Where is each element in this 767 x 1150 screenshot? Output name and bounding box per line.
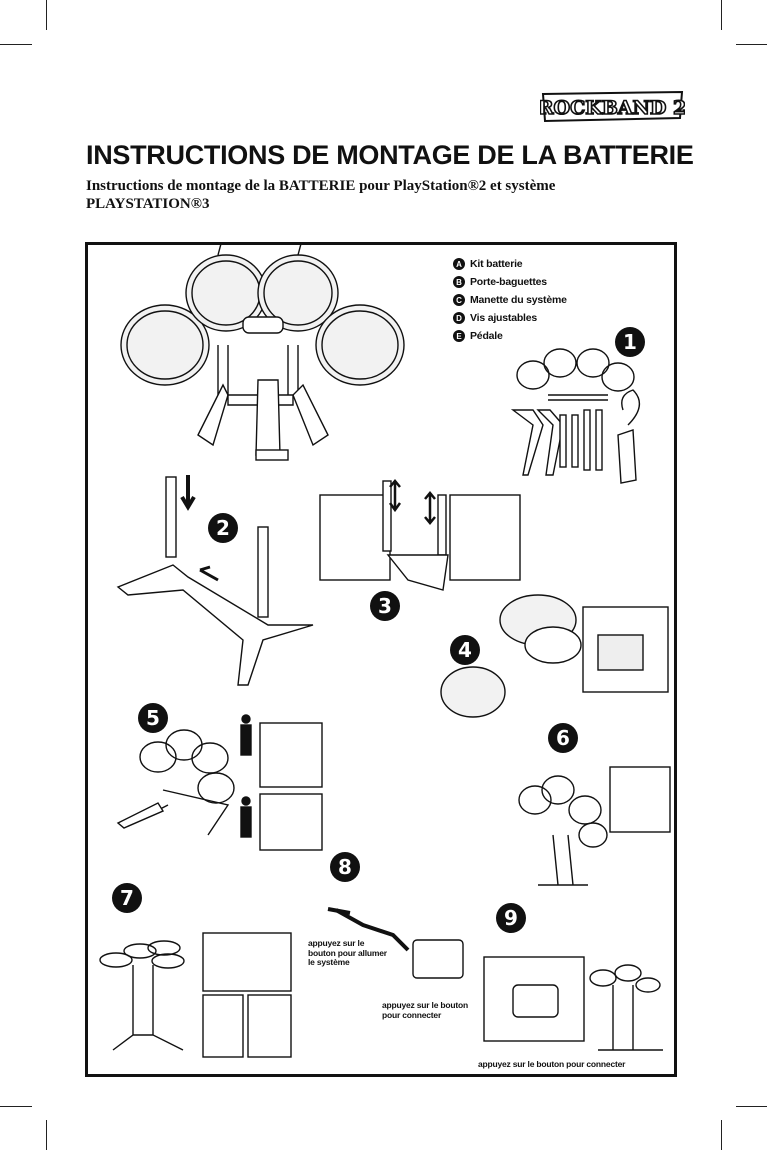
- step-number-4: 4: [450, 635, 480, 665]
- step-number-6: 6: [548, 723, 578, 753]
- legend-letter-badge: E: [453, 330, 465, 342]
- page-subtitle: Instructions de montage de la BATTERIE p…: [86, 178, 556, 212]
- assembly-diagram-frame: A Kit batterie B Porte-baguettes C Manette …: [85, 242, 677, 1077]
- step-number-3: 3: [370, 591, 400, 621]
- svg-text:ROCKBAND 2: ROCKBAND 2: [540, 97, 685, 119]
- crop-mark: [46, 1120, 47, 1150]
- console-connect-illustration: [483, 956, 663, 1051]
- step-number-1: 1: [615, 327, 645, 357]
- crop-mark: [0, 1106, 32, 1107]
- assembly-illustrations: [99, 245, 671, 1058]
- crop-mark: [736, 44, 767, 45]
- caption-press-connect: appuyez sur le bouton pour connecter: [382, 1000, 469, 1020]
- legend-letter-badge: D: [453, 312, 465, 324]
- step-number-7: 7: [112, 883, 142, 913]
- legend-item: D Vis ajustables: [453, 309, 567, 327]
- crop-mark: [721, 1120, 722, 1150]
- legend-item: A Kit batterie: [453, 255, 567, 273]
- legend-item: B Porte-baguettes: [453, 273, 567, 291]
- crop-mark: [721, 0, 722, 30]
- legend-label: Pédale: [470, 330, 503, 342]
- height-adjust-illustration: [319, 479, 521, 591]
- rockband-logo: ROCKBAND 2: [540, 90, 685, 123]
- parts-legend: A Kit batterie B Porte-baguettes C Manette …: [453, 255, 567, 345]
- parts-layout-illustration: [510, 348, 641, 484]
- step-number-8: 8: [330, 852, 360, 882]
- legend-item: E Pédale: [453, 327, 567, 345]
- kit-mount-illustration: [116, 714, 323, 851]
- legend-letter-badge: B: [453, 276, 465, 288]
- page-title: INSTRUCTIONS DE MONTAGE DE LA BATTERIE: [86, 140, 694, 170]
- legend-label: Kit batterie: [470, 258, 523, 270]
- legend-label: Porte-baguettes: [470, 276, 547, 288]
- crop-mark: [0, 44, 32, 45]
- caption-press-power: appuyez sur le bouton pour allumer le sy…: [308, 938, 387, 967]
- legend-label: Manette du système: [470, 294, 567, 306]
- step-number-9: 9: [496, 903, 526, 933]
- crop-mark: [736, 1106, 767, 1107]
- legend-item: C Manette du système: [453, 291, 567, 309]
- step-number-2: 2: [208, 513, 238, 543]
- caption-press-connect-bottom: appuyez sur le bouton pour connecter: [478, 1059, 626, 1069]
- crop-mark: [46, 0, 47, 30]
- stand-assembly-illustration: [116, 475, 314, 686]
- drum-kit-overview: [120, 245, 405, 461]
- usb-dongle-illustration: [327, 907, 464, 979]
- legend-letter-badge: A: [453, 258, 465, 270]
- drumstick-holder-illustration: [99, 932, 292, 1058]
- legend-label: Vis ajustables: [470, 312, 538, 324]
- legend-letter-badge: C: [453, 294, 465, 306]
- pedal-connect-illustration: [440, 594, 669, 718]
- controller-cable-illustration: [518, 766, 671, 886]
- step-number-5: 5: [138, 703, 168, 733]
